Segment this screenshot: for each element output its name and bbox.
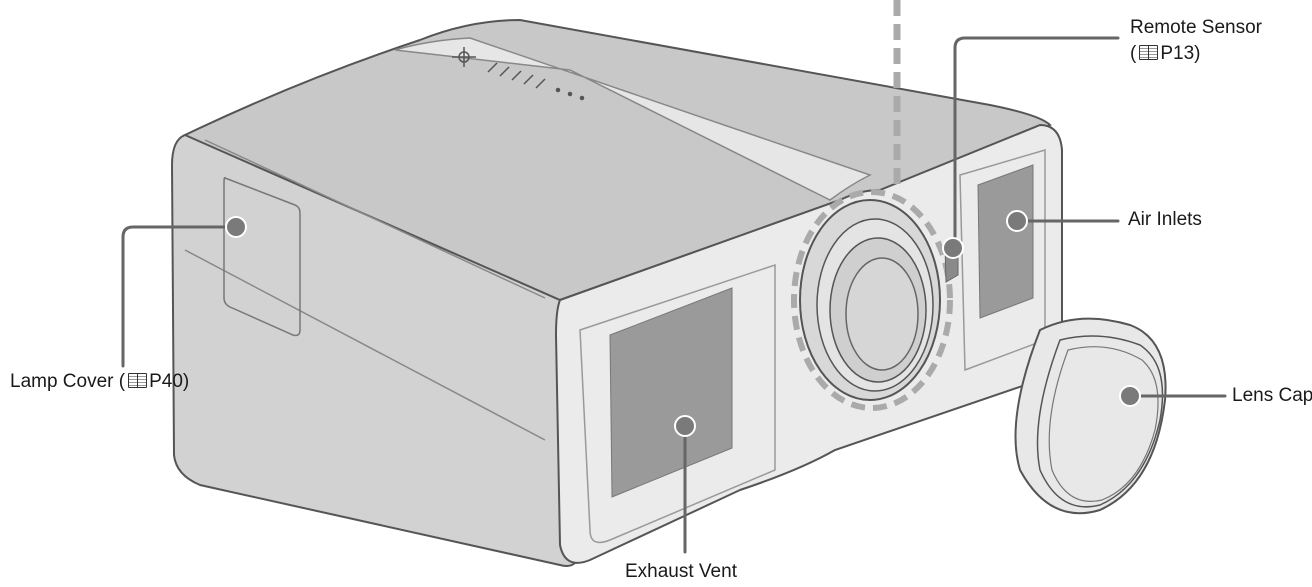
label-exhaust-vent: Exhaust Vent — [625, 561, 737, 582]
label-lamp-cover-text: Lamp Cover ( — [10, 371, 126, 392]
front-bevel — [579, 263, 776, 544]
marker-lens-cap — [1119, 385, 1141, 407]
marker-air-inlets — [1006, 210, 1028, 232]
lens-cap-drawing — [1014, 317, 1167, 515]
lens-highlight-dashed — [791, 189, 953, 411]
leader-lamp-cover — [121, 225, 238, 368]
lens-assembly — [799, 199, 941, 401]
label-lamp-cover: Lamp Cover ( P40) — [10, 370, 189, 394]
leader-lines — [121, 36, 1227, 554]
label-lamp-cover-page: P40) — [149, 371, 190, 392]
marker-remote-sensor — [942, 237, 964, 259]
top-control-buttons — [452, 47, 585, 101]
lamp-cover-panel — [223, 176, 301, 337]
label-remote-sensor-line1: Remote Sensor — [1130, 17, 1263, 38]
top-control-strip — [394, 37, 872, 201]
projector-top — [182, 18, 1052, 302]
label-remote-sensor-page: P13) — [1160, 43, 1201, 64]
exhaust-vent — [609, 287, 733, 498]
leader-remote-sensor — [953, 36, 1120, 250]
label-remote-sensor: Remote Sensor — [1130, 16, 1262, 40]
label-air-inlets: Air Inlets — [1128, 209, 1202, 230]
label-remote-sensor-ref: ( P13) — [1130, 42, 1200, 66]
marker-lamp-cover — [225, 216, 247, 238]
label-lens-cap: Lens Cap — [1232, 385, 1312, 406]
book-icon — [1139, 45, 1159, 60]
callout-markers — [225, 210, 1141, 437]
air-inlet-vent — [977, 164, 1034, 319]
marker-exhaust-vent — [674, 415, 696, 437]
body-contour-lines — [184, 139, 546, 441]
label-remote-sensor-open: ( — [1130, 43, 1137, 64]
book-icon — [128, 373, 148, 388]
